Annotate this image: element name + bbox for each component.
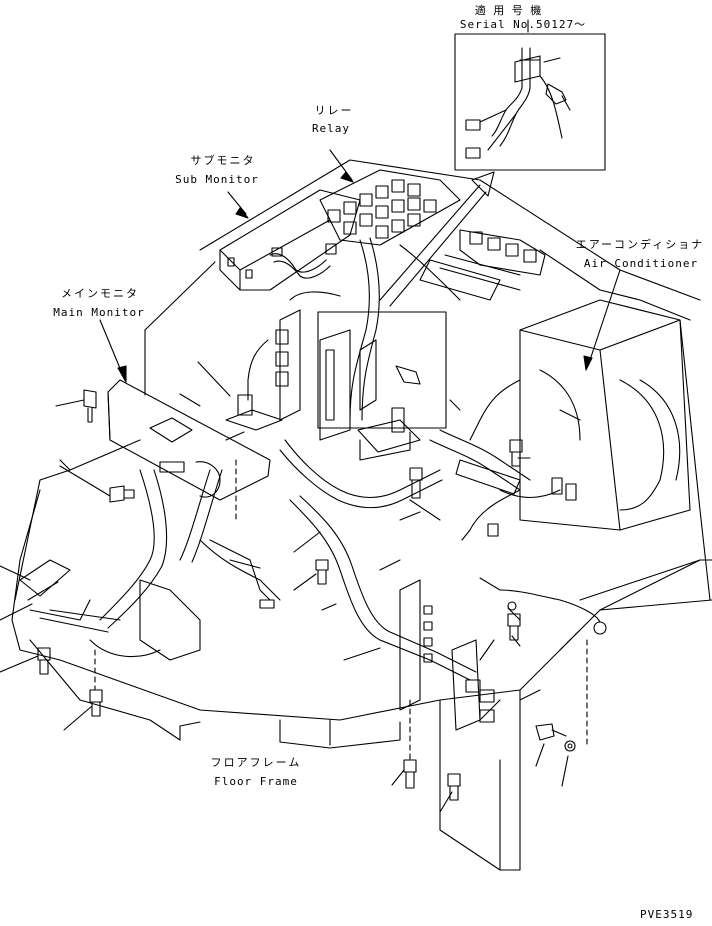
air-conditioner-unit [455,299,691,541]
sub-monitor-label-en: Sub Monitor [175,173,259,186]
relay-label-jp: リレー [314,104,354,117]
cab-body-outline [11,159,712,871]
main-monitor-unit [107,379,271,501]
main-harness [39,237,561,681]
dashed-reference-lines [94,459,588,761]
inset-detail-box [454,33,606,171]
left-harness-clamp [19,539,275,661]
serial-label-jp: 適 用 号 機 [474,4,544,17]
sub-monitor-label-jp: サブモニタ [190,154,256,167]
lower-bracket-assembly [399,579,607,731]
floor-frame-label-en: Floor Frame [214,775,298,788]
central-panel [225,309,447,461]
sub-monitor-unit [219,189,361,291]
air-conditioner-label-jp: エアーコンディショナ [575,238,705,251]
air-conditioner-label-en: Air Conditioner [583,257,699,270]
direction-arrow [379,171,495,307]
main-monitor-label-jp: メインモニタ [61,287,139,300]
relay-block [319,169,461,246]
relay-row-right [419,229,546,301]
floor-frame-label-jp: フロアフレーム [210,756,302,769]
main-monitor-label-en: Main Monitor [53,306,145,319]
leader-lines [0,19,621,813]
bolts [37,389,576,801]
drawing-code: PVE3519 [640,908,694,921]
serial-label-en: Serial No.50127～ [459,18,587,31]
relay-label-en: Relay [311,122,351,135]
